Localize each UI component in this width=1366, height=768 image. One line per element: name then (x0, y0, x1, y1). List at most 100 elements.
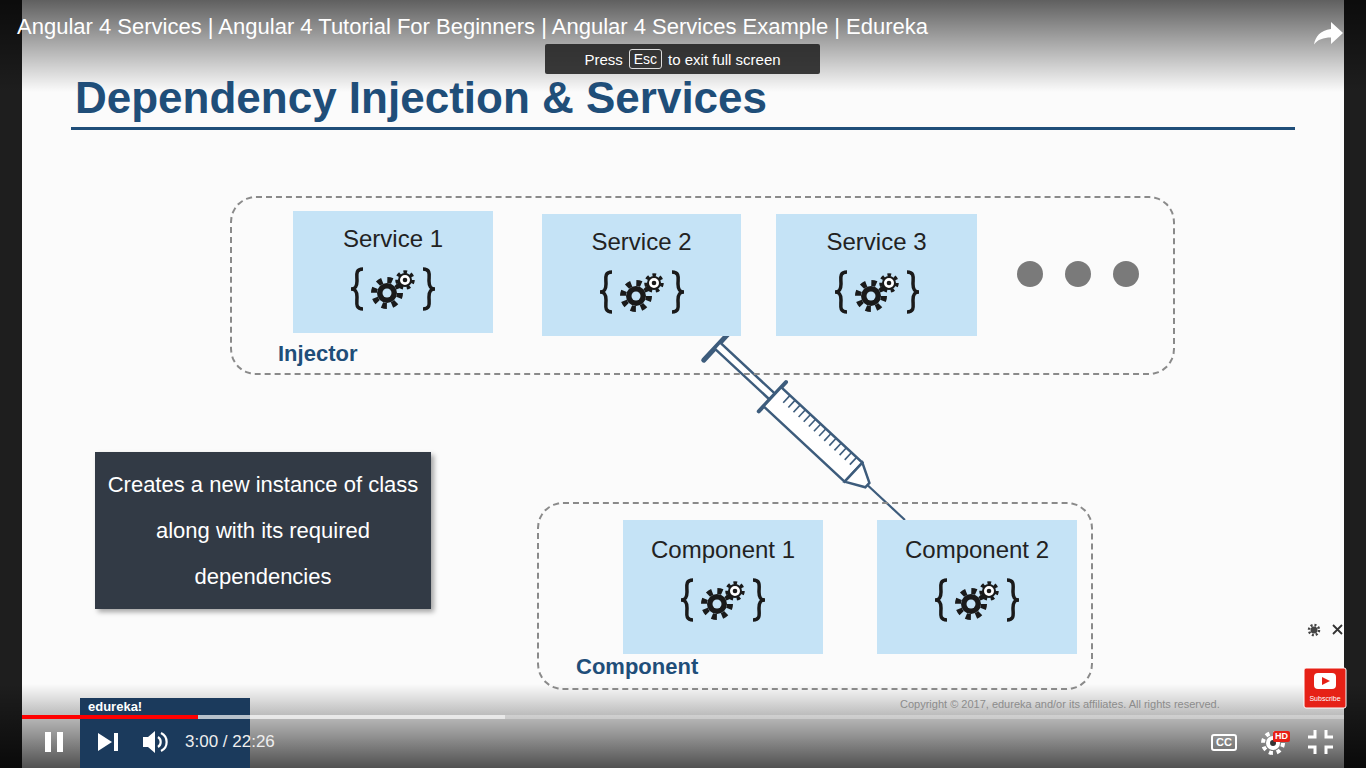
gear-core (626, 286, 646, 306)
hint-text: to exit full screen (668, 51, 781, 68)
progress-played (22, 715, 198, 719)
description-note: Creates a new instance of class along wi… (95, 452, 431, 609)
exit-fullscreen-icon (1308, 730, 1333, 754)
captions-button: CC (1211, 734, 1237, 751)
hint-text: Press (584, 51, 622, 68)
time-display: 3:00 / 22:26 (185, 731, 275, 753)
gear-hole (403, 278, 408, 283)
barrel-tick (834, 443, 841, 450)
hd-badge: HD (1273, 731, 1290, 742)
pause-bar (45, 732, 51, 752)
gear-icon (347, 261, 439, 317)
gear-core (648, 277, 660, 289)
gear-core (1311, 627, 1318, 634)
component-region: ComponentComponent 1Component 2 (537, 502, 1093, 690)
sound-wave (158, 737, 161, 747)
gear-core (707, 594, 727, 614)
brace (1007, 580, 1019, 620)
box-label: Service 2 (591, 228, 691, 256)
gear-hole (651, 281, 656, 286)
gear-hole (631, 292, 640, 301)
barrel-tick (793, 405, 800, 412)
barrel-tick (829, 438, 836, 445)
next-icon (98, 733, 118, 751)
region-label: Injector (278, 341, 357, 367)
box-label: Service 3 (826, 228, 926, 256)
speaker (143, 731, 155, 753)
volume-icon (143, 731, 167, 753)
gear-teeth (646, 275, 662, 291)
gear-teeth (981, 583, 997, 599)
barrel-tick (809, 419, 816, 426)
brace (600, 272, 612, 312)
brace (907, 272, 919, 312)
subscribe-badge (1304, 668, 1346, 708)
brace (935, 580, 947, 620)
gear-core (377, 283, 397, 303)
barrel-tick (824, 434, 831, 441)
dot (1065, 261, 1091, 287)
brace (835, 272, 847, 312)
annotation-controls (1309, 625, 1342, 635)
gear-core (399, 274, 411, 286)
barrel-tick (819, 429, 826, 436)
corner (1308, 730, 1315, 737)
fullscreen-hint: Press Esc to exit full screen (545, 44, 820, 74)
pause-icon (45, 732, 63, 752)
gear-teeth (727, 583, 743, 599)
gear-core (861, 286, 881, 306)
play-triangle (1322, 677, 1330, 685)
region-label: Component (576, 654, 698, 680)
barrel-tick (804, 414, 811, 421)
gear-core (729, 585, 741, 597)
logo-text: edureka! (88, 699, 142, 714)
brace (351, 269, 363, 309)
injector-region: Injector Service 1 Service 2 Service 3 (230, 196, 1175, 375)
component-box: Component 1 (623, 520, 823, 654)
play-box (1314, 673, 1336, 689)
gear-icon (677, 572, 769, 628)
barrel-tick (840, 448, 847, 455)
dot (1017, 261, 1043, 287)
video-title: Angular 4 Services | Angular 4 Tutorial … (17, 14, 928, 40)
gear-teeth (881, 275, 897, 291)
badge-ground (1304, 668, 1346, 708)
gear-icon (831, 264, 923, 320)
brace (681, 580, 693, 620)
barrel-tick (814, 424, 821, 431)
key-cap: Esc (629, 49, 662, 69)
corner (1326, 730, 1333, 737)
gear-teeth (397, 272, 413, 288)
gear-core (961, 594, 981, 614)
box-label: Component 1 (651, 536, 795, 564)
brace (753, 580, 765, 620)
pause-bar (57, 732, 63, 752)
barrel-tick (850, 457, 857, 464)
corner (1308, 747, 1315, 754)
barrel-tick (783, 395, 790, 402)
gear-icon (596, 264, 688, 320)
heading-rule (71, 127, 1295, 130)
service-box: Service 1 (293, 211, 493, 333)
gear-hole (713, 600, 722, 609)
subscribe-text: Subscribe (1304, 694, 1346, 704)
region-caption: Injector (278, 341, 357, 367)
barrel-tick (788, 400, 795, 407)
barrel (764, 387, 863, 481)
gear-hole (383, 289, 392, 298)
plunger-rod (715, 343, 778, 403)
service-box: Service 3 (776, 214, 977, 336)
note-text: Creates a new instance of class along wi… (105, 462, 421, 600)
gear-hole (967, 600, 976, 609)
brace (672, 272, 684, 312)
gear-hole (886, 281, 891, 286)
share-icon (1314, 22, 1343, 45)
dot (1113, 261, 1139, 287)
slide-heading: Dependency Injection & Services (75, 74, 767, 122)
barrel-tick (799, 410, 806, 417)
copyright-note: Copyright © 2017, edureka and/or its aff… (900, 698, 1220, 711)
gear-hole (987, 589, 992, 594)
more-dots (1017, 261, 1139, 287)
next-triangle (98, 733, 112, 751)
next-bar (114, 733, 118, 751)
